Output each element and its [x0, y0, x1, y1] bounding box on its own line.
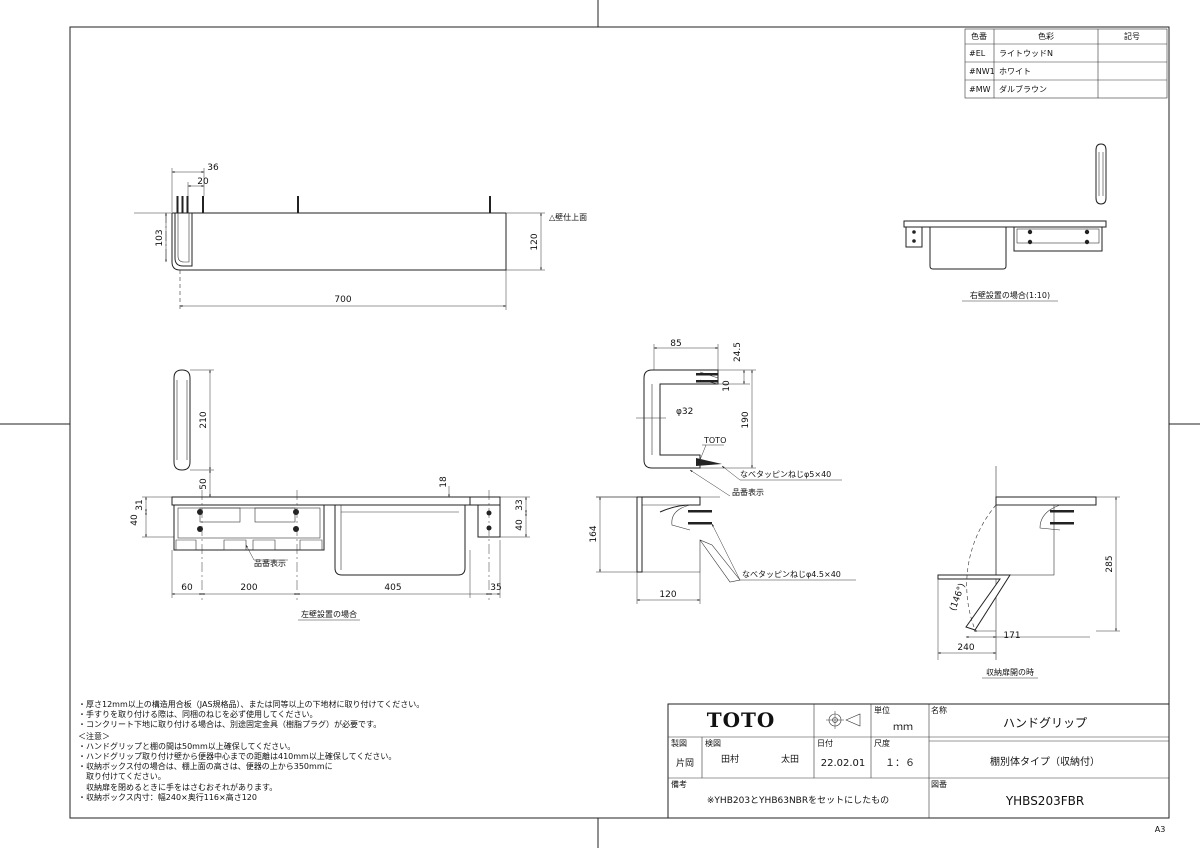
right-wall-view: 右壁設置の場合(1:10)	[903, 143, 1107, 302]
dim-top-20: 20	[197, 177, 209, 187]
note-line-4: ＜注意＞	[78, 731, 110, 741]
dim-mid-164: 164	[589, 525, 599, 542]
projection-symbol-icon	[826, 711, 861, 729]
note-line-1: ・厚さ12mm以上の構造用合板（JAS規格品）、または同等以上の下地材に取り付け…	[78, 699, 424, 709]
note-line-3: ・コンクリート下地に取り付ける場合は、別途固定金具（樹脂プラグ）が必要です。	[78, 719, 381, 729]
drawing-number: YHBS203FBR	[1005, 794, 1084, 808]
unit-value: ｍｍ	[893, 722, 913, 733]
note-line-7: ・収納ボックス付の場合は、棚上面の高さは、便器の上から350mmに	[78, 761, 333, 771]
dim-right-240: 240	[957, 643, 974, 653]
note-line-10: ・収納ボックス内寸：幅240×奥行116×高さ120	[78, 792, 257, 802]
dim-left-405: 405	[384, 583, 401, 593]
checked-value-2: 太田	[781, 753, 799, 765]
note-line-2: ・手すりを取り付ける際は、同梱のねじを必ず使用してください。	[78, 709, 318, 719]
dim-left-50: 50	[199, 478, 209, 490]
dim-top-103: 103	[155, 229, 165, 246]
product-subname: 棚別体タイプ（収納付）	[990, 755, 1100, 768]
dim-mid-10: 10	[722, 380, 732, 392]
screw-label-1: なべタッピンねじφ5×40	[740, 470, 831, 479]
scale-value: １：６	[885, 758, 915, 769]
dim-left-35: 35	[490, 583, 501, 593]
wall-top-label: △壁仕上面	[549, 212, 587, 222]
open-view: 285 (146°) 171 240 収納扉開の時	[937, 466, 1120, 679]
note-line-5: ・ハンドグリップと棚の間は50mm以上確保してください。	[78, 741, 295, 751]
color-code-el: #EL	[969, 49, 986, 58]
drawing-border	[69, 26, 1170, 819]
notes-block: ・厚さ12mm以上の構造用合板（JAS規格品）、または同等以上の下地材に取り付け…	[78, 699, 424, 802]
note-line-9: 収納扉を閉めるときに手をはさむおそれがあります。	[78, 782, 277, 792]
checked-label: 検図	[705, 738, 721, 748]
dim-right-171: 171	[1003, 631, 1020, 641]
dim-mid-24-5: 24.5	[733, 342, 743, 362]
dim-left-31: 31	[135, 499, 145, 510]
dim-left-33: 33	[515, 499, 525, 510]
color-name-el: ライトウッドN	[999, 49, 1053, 58]
dim-top-700: 700	[334, 295, 351, 305]
screw-label-2: なべタッピンねじφ4.5×40	[742, 570, 841, 579]
dim-left-200: 200	[240, 583, 257, 593]
product-label-mid: 品番表示	[732, 487, 764, 497]
top-view: 36 20 103 120 △壁仕上面 700	[134, 163, 587, 310]
dim-mid-190: 190	[741, 411, 751, 428]
color-code-mw: #MW	[969, 85, 991, 94]
dim-left-60: 60	[181, 583, 193, 593]
dim-left-210: 210	[199, 411, 209, 428]
side-view: 85 24.5 10 φ32 190 TOTO なべタッピンねじφ5×40 品番…	[589, 339, 856, 604]
name-label: 名称	[931, 705, 947, 715]
note-line-8: 取り付けてください。	[78, 771, 166, 781]
remarks-value: ※YHB203とYHB63NBRをセットにしたもの	[707, 795, 889, 806]
color-table: 色番 色彩 記号 #EL ライトウッドN #NW1 ホワイト #MW ダルブラウ…	[964, 28, 1168, 99]
color-table-header-color: 色彩	[1038, 31, 1054, 41]
date-label: 日付	[817, 738, 833, 748]
company-logo: TOTO	[707, 708, 776, 732]
dim-left-40b: 40	[515, 519, 525, 531]
scale-label: 尺度	[874, 738, 890, 748]
color-name-mw: ダルブラウン	[999, 84, 1047, 94]
left-front-view: 210 50 18 33	[130, 369, 530, 621]
color-table-header-mark: 記号	[1124, 31, 1140, 41]
dim-left-18: 18	[439, 476, 449, 488]
dim-mid-85: 85	[670, 339, 681, 349]
dim-right-285: 285	[1105, 555, 1115, 572]
remarks-label: 備考	[671, 779, 687, 789]
color-code-nw1: #NW1	[969, 67, 995, 76]
color-table-header-code: 色番	[971, 31, 987, 41]
drawn-label: 製図	[671, 738, 687, 748]
title-block: TOTO 単位 ｍｍ 名称 ハンドグリップ 製図 片岡 検図 田村 太田 日付 …	[667, 703, 1170, 819]
checked-value-1: 田村	[721, 753, 739, 765]
dim-mid-120: 120	[659, 590, 676, 600]
drawn-value: 片岡	[676, 757, 694, 769]
note-line-6: ・ハンドグリップ取り付け壁から便器中心までの距離は410mm以上確保してください…	[78, 751, 396, 761]
dim-top-120: 120	[530, 233, 540, 250]
date-value: 22.02.01	[821, 758, 866, 769]
product-label-left: 品番表示	[254, 558, 286, 568]
caption-left-wall: 左壁設置の場合	[301, 609, 357, 619]
color-name-nw1: ホワイト	[999, 67, 1031, 76]
drawing-number-label: 図番	[931, 779, 947, 789]
product-name: ハンドグリップ	[1003, 716, 1087, 730]
caption-open: 収納扉開の時	[986, 667, 1034, 677]
unit-label: 単位	[874, 705, 890, 715]
caption-right-wall: 右壁設置の場合(1:10)	[970, 290, 1050, 300]
dim-top-36: 36	[207, 163, 219, 173]
dim-right-angle: (146°)	[949, 582, 968, 612]
dim-left-40a: 40	[130, 514, 140, 526]
toto-mark: TOTO	[703, 436, 726, 445]
dim-mid-phi32: φ32	[676, 407, 693, 417]
sheet-size: A3	[1155, 825, 1166, 834]
